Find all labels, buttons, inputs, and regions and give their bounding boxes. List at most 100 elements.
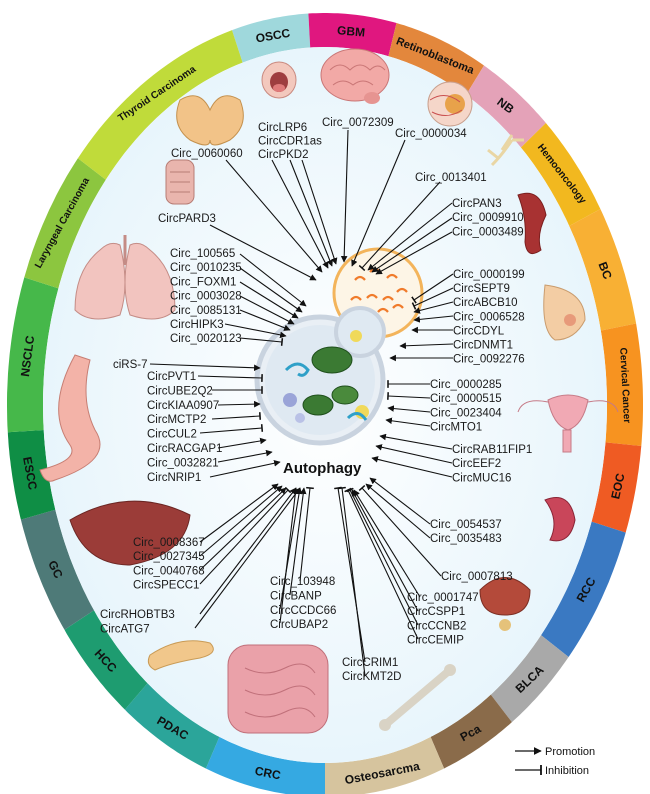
inhibition-arrow — [334, 486, 366, 663]
circrna-label-cervical: Circ_0000285 — [430, 379, 502, 391]
ring-segment-hemooncology — [520, 123, 601, 226]
ring-segment-osteosarcma — [325, 736, 445, 794]
circrna-label-gc: CircUBE2Q2 — [147, 385, 213, 397]
nerve-cell-icon — [487, 134, 524, 167]
promotion-arrow — [351, 489, 419, 612]
stomach-icon — [39, 354, 101, 482]
circrna-label-bc: Circ_0092276 — [453, 354, 525, 366]
ring-segment-laryngeal-carcinoma — [24, 158, 106, 289]
circrna-label-cervical: Circ_0023404 — [430, 407, 502, 419]
kidney-icon — [544, 497, 576, 542]
blood-vessel-icon — [517, 192, 547, 255]
circrna-label-bc: CircDNMT1 — [453, 340, 513, 352]
inhibition-arrow — [411, 273, 454, 304]
legend-inhibition-label: Inhibition — [545, 765, 589, 777]
ring-label: ESCC — [20, 456, 40, 492]
bladder-icon — [479, 577, 531, 631]
promotion-arrow — [199, 487, 287, 571]
inhibition-arrow — [338, 486, 366, 677]
legend-promotion-label: Promotion — [545, 746, 595, 758]
lysosome-particle — [396, 287, 408, 293]
circrna-label-nsclc: Circ_0010235 — [170, 262, 242, 274]
eye-icon — [427, 81, 473, 127]
circrna-label-pca: CircCSPP1 — [407, 606, 465, 618]
promotion-arrow — [375, 231, 453, 275]
promotion-arrow — [351, 139, 406, 267]
brain-icon — [320, 48, 390, 104]
ring-segment-blca — [490, 635, 569, 723]
ring-segment-gbm — [308, 13, 397, 57]
circrna-label-osteosarcoma: CircKMT2D — [342, 671, 401, 683]
circrna-label-rcc: Circ_0054537 — [430, 519, 502, 531]
promotion-arrow — [224, 323, 287, 339]
promotion-arrow — [301, 159, 338, 265]
ring-segment-eoc — [591, 442, 642, 533]
circrna-label-gc: CircKIAA0907 — [147, 400, 219, 412]
circrna-label-hcc: CircSPECC1 — [133, 580, 199, 592]
promotion-arrow — [271, 159, 329, 269]
circrna-label-hcc: Circ_0008367 — [133, 537, 205, 549]
circrna-label-hcc: Circ_0027345 — [133, 551, 205, 563]
promotion-arrow — [279, 487, 303, 610]
lungs-icon — [74, 235, 176, 320]
lysosome-particle — [392, 303, 404, 309]
circrna-label-gc: Circ_0032821 — [147, 457, 219, 469]
bone-icon — [379, 664, 456, 731]
circrna-label-bc: CircABCB10 — [453, 297, 518, 309]
circrna-label-bc: Circ_0006528 — [453, 311, 525, 323]
ring-segment-pca — [430, 694, 512, 769]
circrna-label-crc: CircBANP — [270, 590, 322, 602]
inhibition-arrow — [211, 412, 262, 420]
promotion-arrow — [289, 159, 333, 267]
promotion-arrow — [239, 309, 291, 331]
mouth-icon — [261, 61, 297, 99]
circrna-label-oscc: CircPKD2 — [258, 149, 308, 161]
promotion-arrow — [371, 217, 453, 273]
promotion-arrow — [340, 129, 349, 263]
ring-label: CRC — [254, 764, 283, 783]
regulation-arrows — [149, 129, 454, 677]
circrna-label-hemooncology: Circ_0003489 — [452, 226, 524, 238]
promotion-arrow — [149, 363, 261, 372]
circrna-label-laryngeal: CircPARD3 — [158, 213, 216, 225]
autophagy-illustration — [254, 247, 424, 446]
promotion-arrow — [217, 437, 267, 449]
promotion-arrow — [239, 267, 303, 313]
lysosome-particle — [382, 295, 394, 301]
circrna-label-gc: CircMCTP2 — [147, 414, 206, 426]
circrna-label-nsclc: Circ_FOXM1 — [170, 276, 236, 288]
promotion-arrow — [365, 483, 431, 539]
ring-label: OSCC — [255, 26, 292, 46]
inhibition-arrow — [299, 486, 314, 582]
liver-icon — [69, 500, 191, 566]
inhibition-arrow — [199, 424, 264, 434]
center-label: Autophagy — [283, 460, 362, 477]
promotion-arrow — [289, 487, 307, 596]
promotion-arrow — [194, 487, 301, 629]
circrna-label-pdac: CircRHOBTB3 — [100, 609, 175, 621]
circrna-label-bc: CircSEPT9 — [453, 283, 510, 295]
promotion-arrow — [217, 449, 273, 463]
ring-segment-retinoblastoma — [388, 23, 484, 95]
inhibition-arrow — [346, 487, 419, 626]
inhibition-arrow — [411, 287, 454, 310]
lysosome-particle — [386, 273, 398, 279]
promotion-arrow — [239, 281, 299, 319]
promotion-arrow — [199, 485, 283, 557]
promotion-arrow — [279, 487, 299, 624]
ring-label: EOC — [608, 472, 627, 501]
inhibition-arrow — [344, 487, 419, 640]
ring-label: Cervical Cancer — [617, 347, 632, 423]
promotion-arrow — [217, 400, 261, 408]
circrna-label-gc: CircCUL2 — [147, 429, 197, 441]
circrna-label-thyroid: Circ_0060060 — [171, 148, 243, 160]
ring-label: GBM — [337, 23, 366, 39]
intestine-icon — [227, 644, 329, 734]
inhibition-arrow — [239, 337, 284, 346]
circrna-label-hemooncology: Circ_0009910 — [452, 212, 524, 224]
promotion-arrow — [353, 489, 421, 598]
ring-segment-crc — [205, 736, 325, 794]
ring-segment-bc — [569, 209, 637, 331]
larynx-icon — [165, 159, 195, 205]
ring-segment-nb — [466, 65, 546, 148]
